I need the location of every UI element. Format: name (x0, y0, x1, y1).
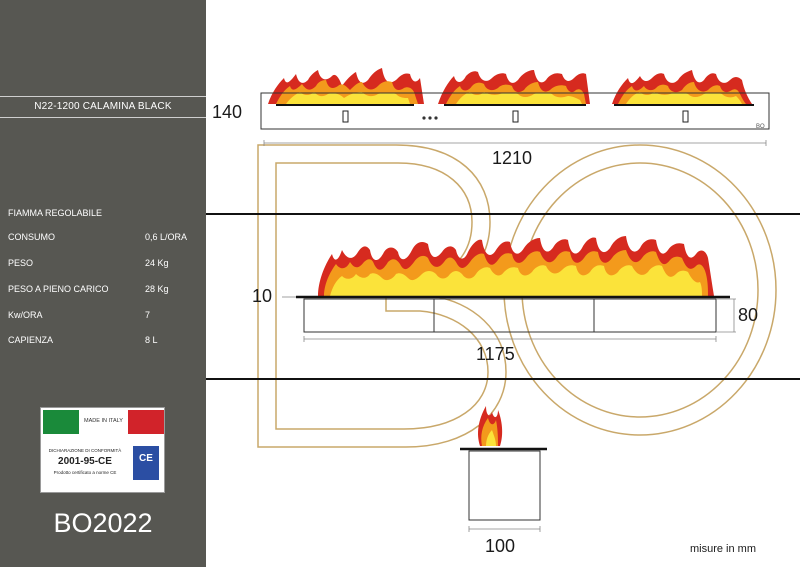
units-note: misure in mm (690, 543, 757, 555)
italian-flag-icon: MADE IN ITALY (43, 410, 165, 434)
dimension-top-height: 140 (212, 102, 243, 122)
spec-label: PESO (8, 258, 34, 268)
flame-icon (478, 406, 503, 446)
spec-value: 7 (145, 310, 151, 320)
model-name: N22-1200 CALAMINA BLACK (34, 101, 172, 112)
front-view (282, 236, 736, 342)
spec-value: 28 Kg (145, 284, 169, 294)
divider (0, 117, 206, 118)
spec-label: CONSUMO (8, 232, 55, 242)
directive-number: 2001-95-CE (58, 456, 112, 467)
spec-label: Kw/ORA (8, 310, 43, 320)
made-in-italy: MADE IN ITALY (84, 418, 123, 424)
spec-value: 8 L (145, 335, 158, 345)
bo-badge: BO (756, 124, 765, 130)
spec-label: PESO A PIENO CARICO (8, 284, 109, 294)
dimension-front-width: 1175 (476, 344, 515, 364)
product-code: BO2022 (53, 508, 153, 538)
spec-value: 0,6 L/ORA (145, 232, 188, 242)
spec-title: FIAMMA REGOLABILE (8, 208, 103, 218)
dimension-top-width: 1210 (492, 148, 533, 168)
flame-icon (268, 68, 752, 104)
spec-value: 24 Kg (145, 258, 169, 268)
divider (0, 96, 206, 97)
certificate-label: MADE IN ITALY DICHIARAZIONE DI CONFORMIT… (40, 407, 165, 493)
top-view: BO (260, 68, 770, 146)
declaration-text: DICHIARAZIONE DI CONFORMITÀ (48, 448, 122, 453)
dimension-side-width: 100 (485, 536, 516, 556)
side-view (460, 406, 547, 532)
flame-icon (318, 236, 714, 296)
dimension-front-thickness: 10 (252, 286, 273, 306)
spec-label: CAPIENZA (8, 335, 54, 345)
dimension-front-height: 80 (738, 305, 759, 325)
ce-mark-icon: CE (133, 446, 159, 480)
technical-drawing: BO (206, 68, 800, 532)
spec-sidebar: N22-1200 CALAMINA BLACK FIAMMA REGOLABIL… (0, 0, 206, 567)
certificate-subtitle: Prodotto certificato a norme CE (53, 470, 117, 475)
